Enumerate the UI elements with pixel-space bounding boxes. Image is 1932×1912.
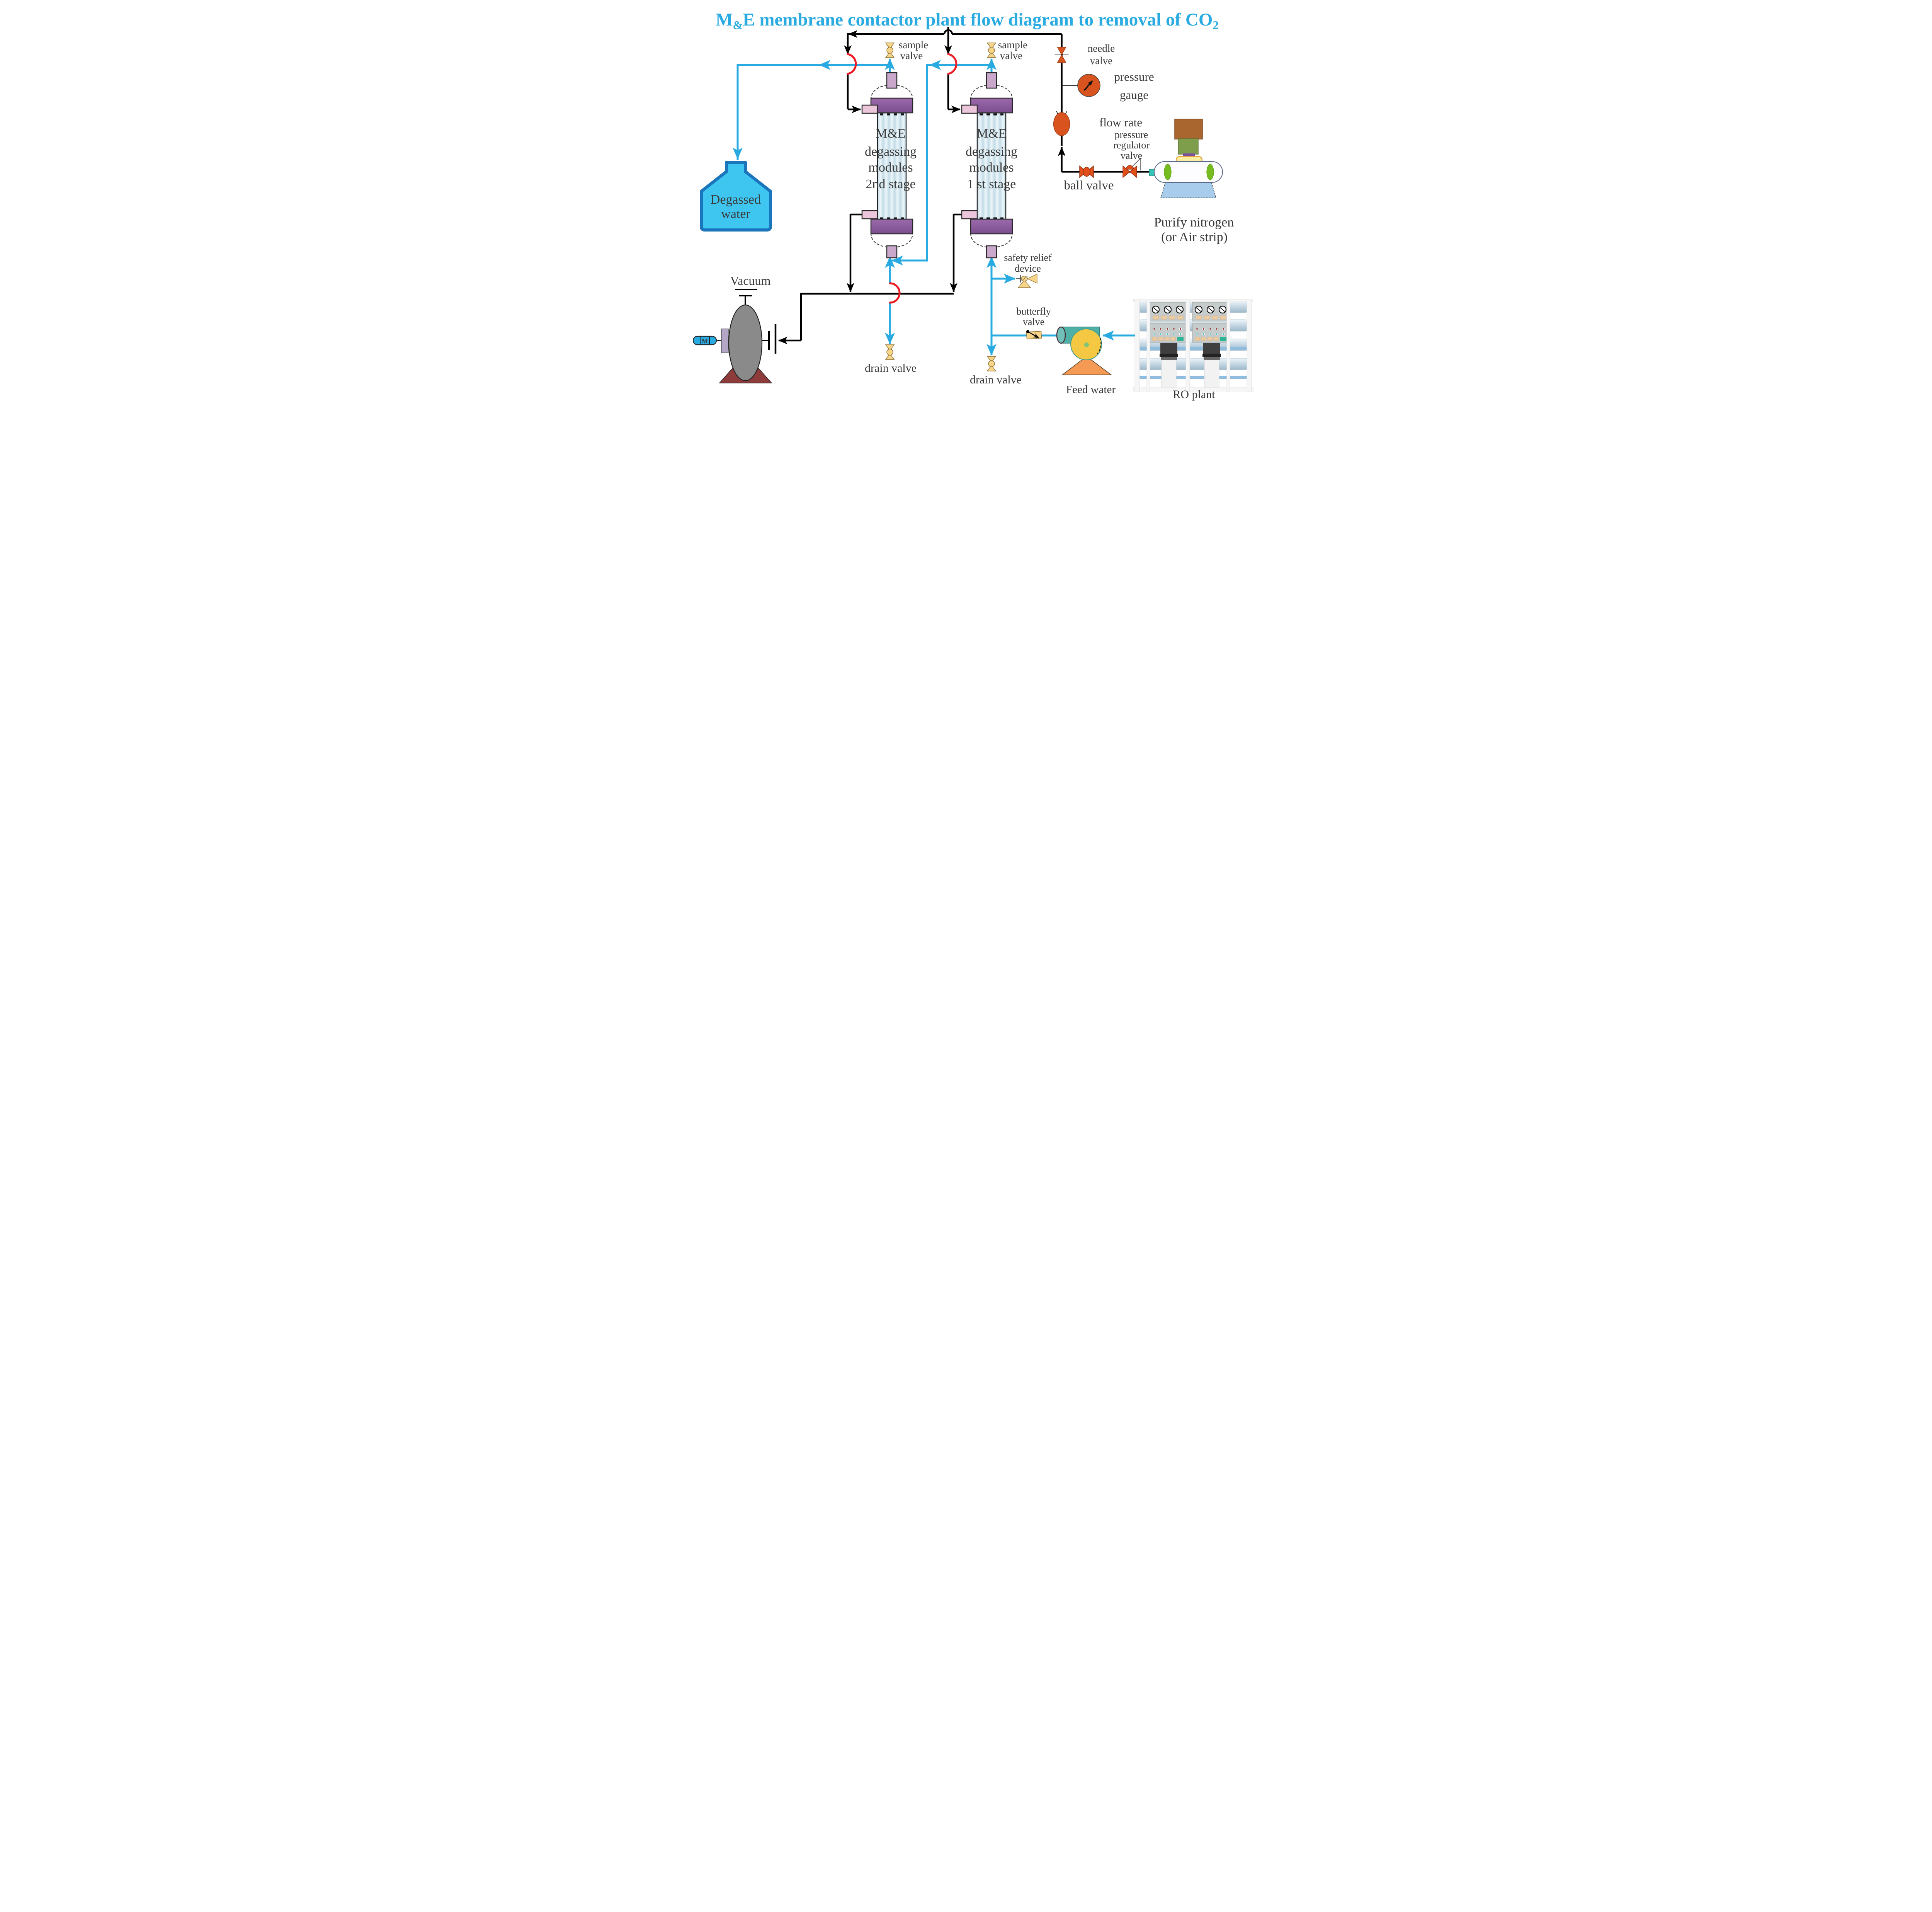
svg-text:butterfly: butterfly [1016, 306, 1051, 317]
vacuum-coupling [762, 324, 776, 354]
ball-valve-icon [1079, 165, 1094, 178]
svg-text:regulator: regulator [1113, 140, 1150, 151]
svg-text:2nd stage: 2nd stage [866, 177, 915, 191]
svg-text:degassing: degassing [965, 145, 1017, 159]
ro-frame-rails [1133, 299, 1253, 392]
page-title: M&E membrane contactor plant flow diagra… [716, 10, 1219, 32]
svg-text:M&E: M&E [976, 126, 1006, 141]
nitrogen-generator [1148, 119, 1223, 198]
flow-meter-icon [1053, 111, 1070, 136]
pressure-gauge-icon [1077, 74, 1100, 97]
ro-plant: RO plant [1133, 299, 1253, 401]
nitrogen-label: Purify nitrogen (or Air strip) [1154, 215, 1234, 244]
vacuum-pump: Vacuum M [692, 274, 776, 383]
water-piping [732, 58, 1135, 356]
nitrogen-top-block [1174, 119, 1203, 140]
needle-valve-icon [1054, 47, 1069, 63]
feed-water-pump [1056, 326, 1112, 375]
safety-relief-device-label: safety relief device [1004, 252, 1052, 274]
svg-text:pressure: pressure [1114, 70, 1154, 83]
pipe-crossing-arcs [847, 53, 957, 304]
ro-plant-label: RO plant [1173, 388, 1215, 401]
flow-diagram-canvas: M&E membrane contactor plant flow diagra… [668, 0, 1265, 415]
ball-valve-label: ball valve [1064, 179, 1114, 192]
svg-text:sample: sample [998, 39, 1027, 51]
svg-text:valve: valve [1090, 55, 1112, 66]
column-1st-stage-label: M&E degassing modules 1 st stage [965, 126, 1017, 191]
vacuum-motor: M [692, 335, 717, 346]
drain-valve-right-label: drain valve [969, 373, 1021, 386]
svg-text:modules: modules [868, 160, 913, 175]
svg-text:valve: valve [900, 50, 922, 61]
nitrogen-inlet-port [1148, 169, 1155, 176]
pressure-gauge-label: pressure gauge [1114, 70, 1154, 102]
svg-text:modules: modules [969, 160, 1014, 175]
drain-valve-left-icon [885, 344, 895, 360]
svg-text:M: M [701, 337, 707, 345]
svg-text:sample: sample [898, 39, 928, 51]
svg-text:safety relief: safety relief [1004, 252, 1052, 263]
vacuum-vent-icon [735, 289, 757, 306]
sample-valve-left-icon [885, 43, 895, 58]
sample-valve-right-label: sample valve [998, 39, 1027, 61]
degassed-water-tank: Degassed water [699, 161, 772, 232]
sample-valve-right-icon [986, 43, 996, 58]
svg-text:valve: valve [1022, 316, 1044, 327]
nitrogen-vessel [1153, 161, 1223, 183]
pressure-regulator-valve-label: pressure regulator valve [1113, 129, 1150, 161]
svg-text:Purify nitrogen: Purify nitrogen [1154, 215, 1234, 230]
svg-text:pressure: pressure [1114, 129, 1148, 140]
svg-text:valve: valve [1000, 50, 1022, 61]
drain-valve-left-label: drain valve [864, 362, 916, 375]
svg-text:(or Air strip): (or Air strip) [1161, 230, 1228, 244]
svg-text:M&E: M&E [876, 126, 905, 141]
needle-valve-label: needle valve [1087, 43, 1114, 66]
feed-water-label: Feed water [1066, 383, 1115, 396]
svg-text:device: device [1015, 263, 1041, 274]
column-2nd-stage-label: M&E degassing modules 2nd stage [864, 126, 916, 191]
svg-text:valve: valve [1120, 150, 1142, 161]
svg-text:needle: needle [1087, 43, 1114, 54]
drain-valve-right-icon [986, 356, 996, 371]
svg-text:1 st stage: 1 st stage [967, 177, 1016, 191]
flow-rate-label: flow rate [1099, 116, 1142, 129]
svg-text:Degassed: Degassed [710, 192, 760, 207]
svg-text:water: water [721, 207, 750, 221]
sample-valve-left-label: sample valve [898, 39, 928, 61]
butterfly-valve-label: butterfly valve [1016, 306, 1051, 327]
pressure-regulator-valve-icon [1122, 158, 1141, 178]
butterfly-valve-icon [1026, 330, 1042, 339]
nitrogen-base-mat [1160, 182, 1216, 198]
vacuum-label: Vacuum [730, 274, 770, 288]
svg-text:degassing: degassing [864, 145, 916, 159]
safety-relief-device-icon [1015, 274, 1037, 288]
svg-text:gauge: gauge [1119, 88, 1148, 102]
vacuum-body [728, 304, 762, 381]
